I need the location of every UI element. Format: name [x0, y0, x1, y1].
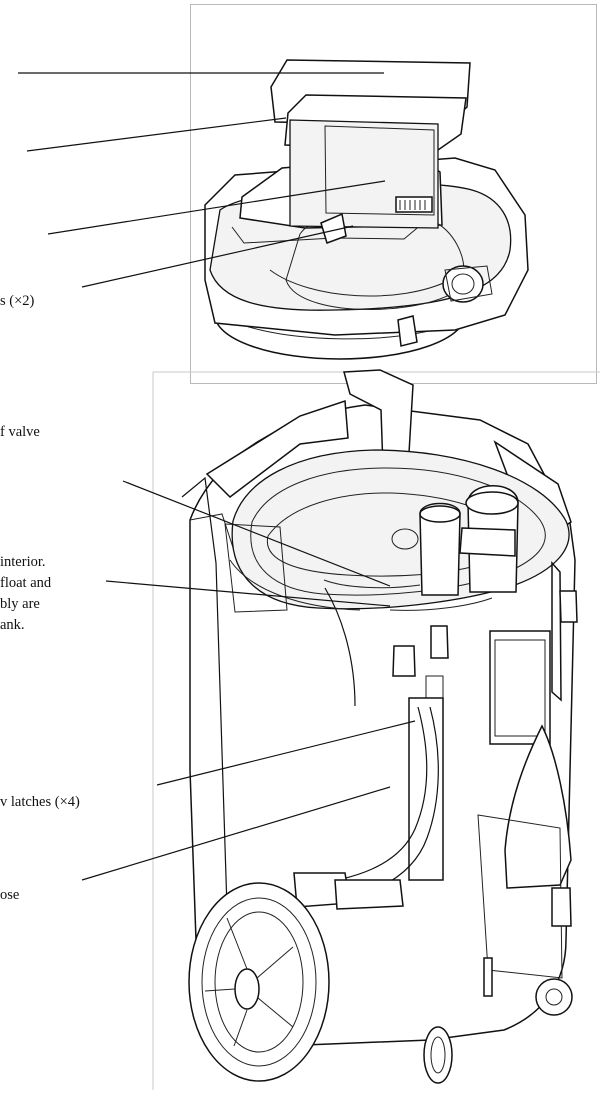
callout-label-top-4: s (×2) [0, 293, 35, 309]
callout-label-bottom-2-line-4: ank. [0, 617, 25, 633]
callout-label-bottom-2-line-3: bly are [0, 596, 40, 612]
callout-leaders-bottom [81, 480, 416, 881]
top-assembly [204, 59, 529, 360]
cart-body [181, 369, 578, 1084]
callout-label-bottom-3: v latches (×4) [0, 794, 80, 810]
callout-label-bottom-2-line-2: float and [0, 575, 52, 591]
callout-label-bottom-2-line-1: interior. [0, 554, 46, 570]
callout-leaders-top [18, 72, 386, 288]
callout-label-bottom-4: ose [0, 887, 20, 903]
callout-label-bottom-1: f valve [0, 424, 40, 440]
